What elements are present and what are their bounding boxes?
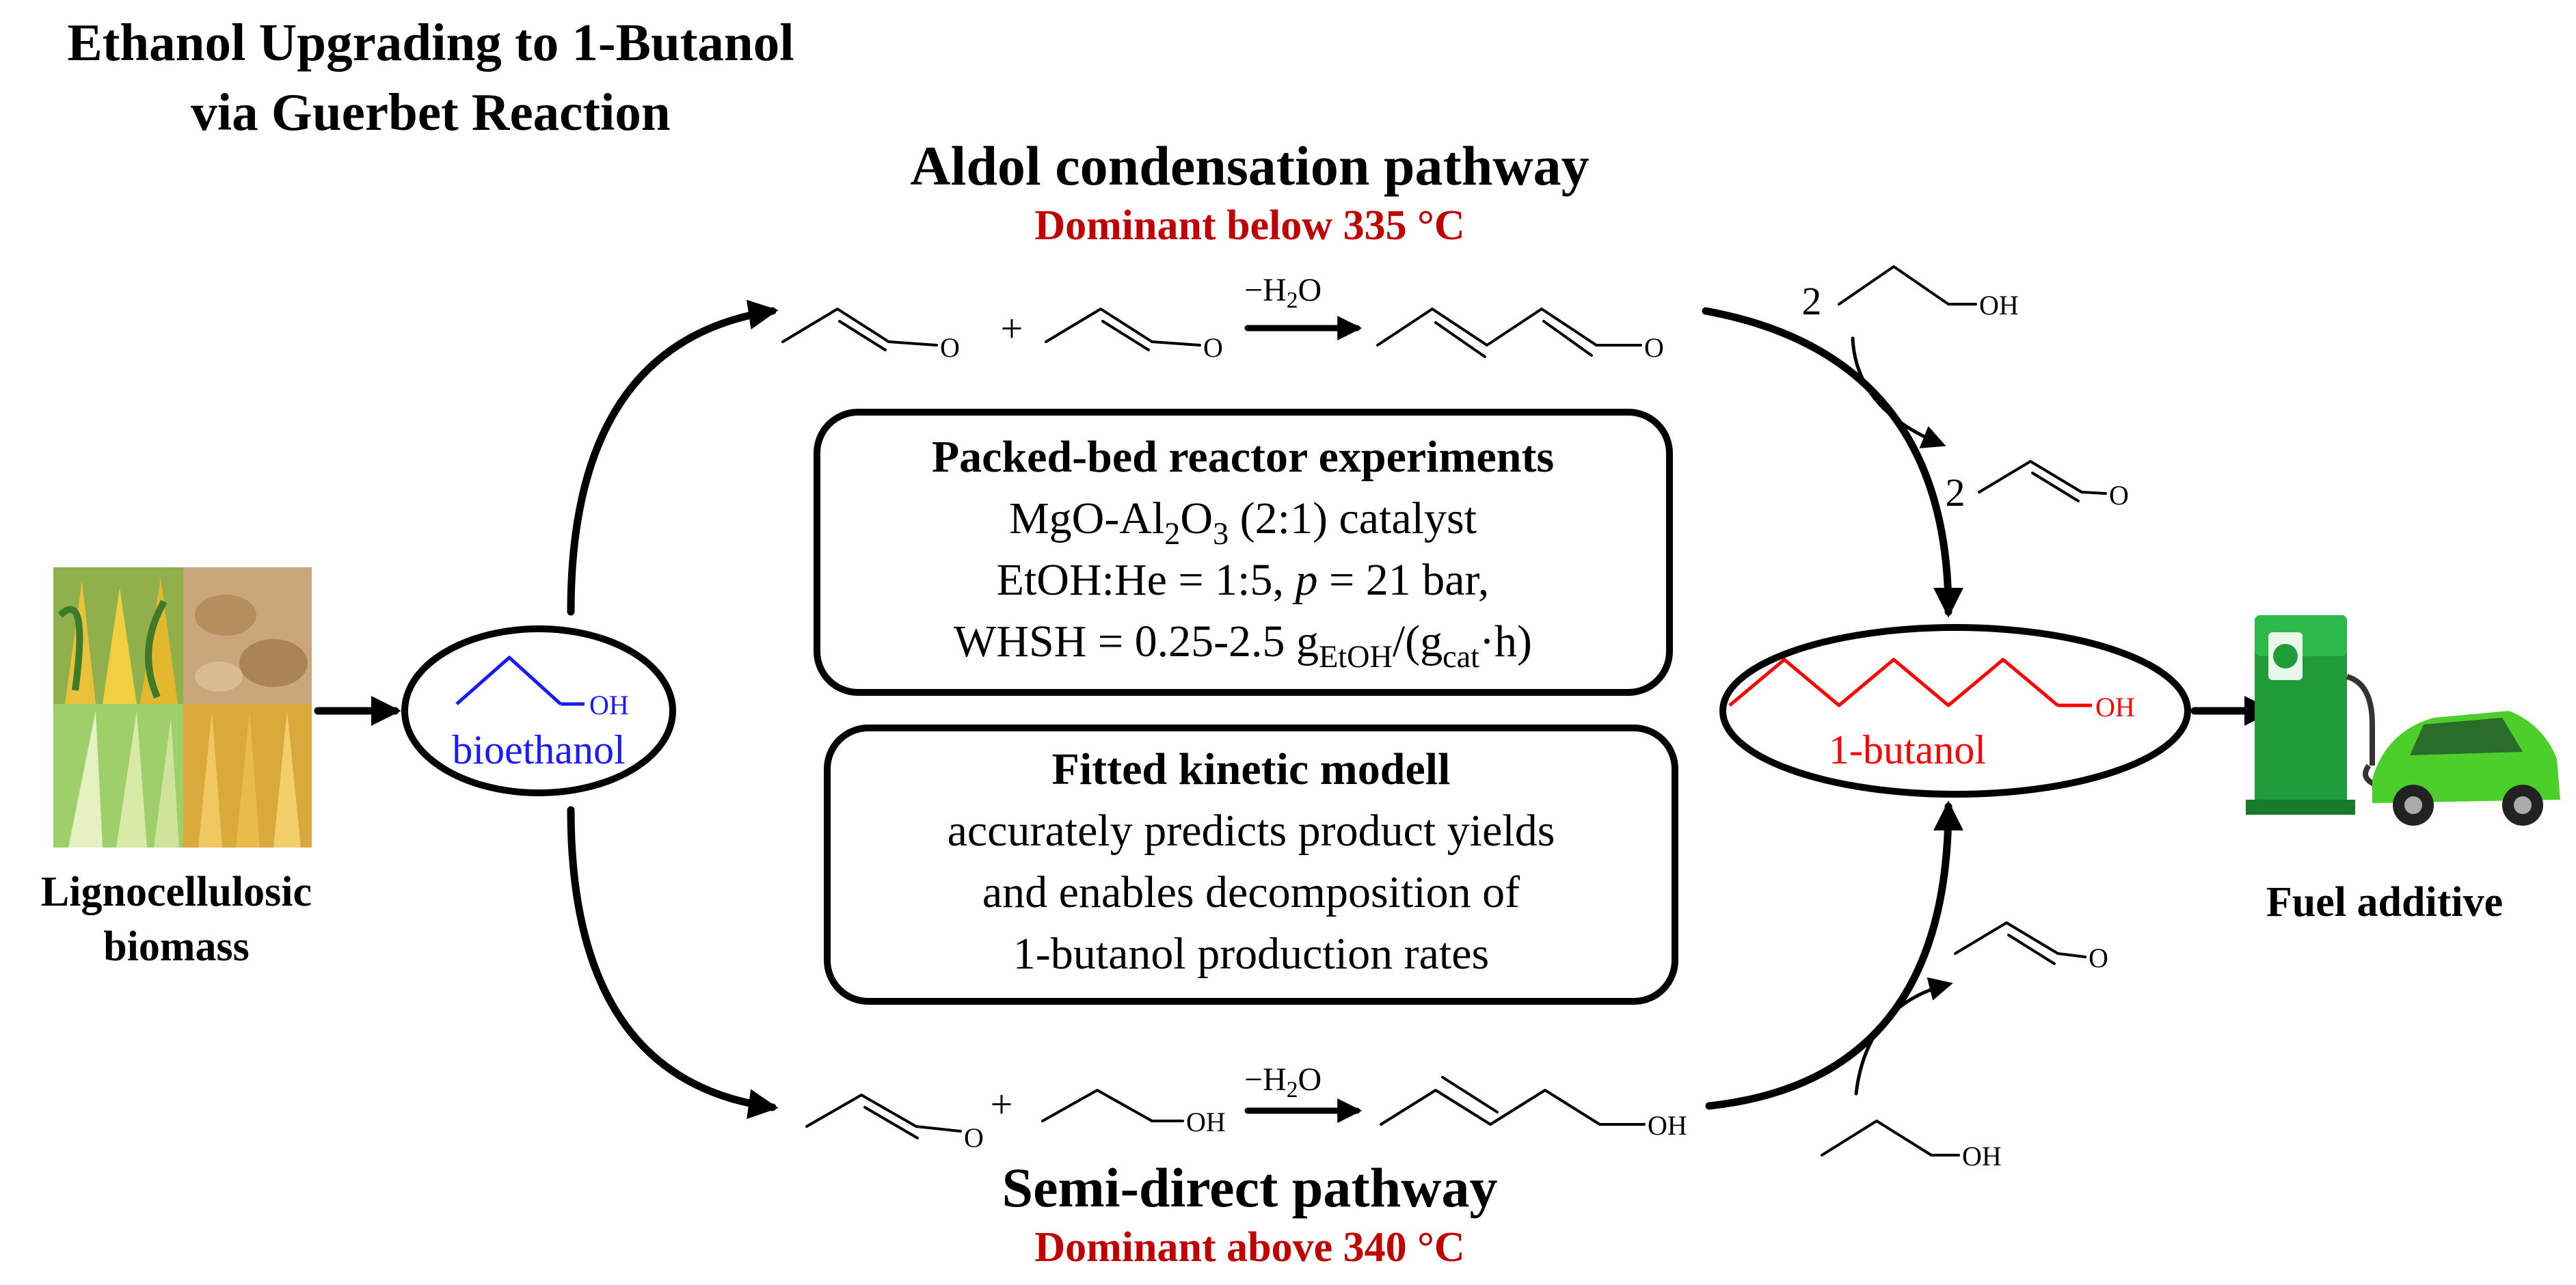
coef-2-acetaldehyde: 2 — [1946, 470, 1965, 515]
arrow-ethanol-to-semi — [567, 806, 779, 1120]
reactor-box-heading: Packed-bed reactor experiments — [932, 432, 1554, 482]
reactor-conditions-line: EtOH:He = 1:5, p = 21 bar, — [997, 555, 1490, 605]
svg-text:O: O — [940, 332, 960, 363]
arrow-semi-to-butanol — [1705, 800, 1963, 1110]
semi-pathway-note: Dominant above 340 °C — [1034, 1224, 1464, 1271]
reactor-experiments-box — [814, 409, 1673, 696]
water-loss-label-aldol: −H2O — [1244, 272, 1321, 313]
crotyl-alcohol-molecule: OH — [1380, 1076, 1687, 1141]
biomass-label-line2: biomass — [103, 923, 250, 970]
svg-text:OH: OH — [1979, 290, 2019, 321]
biomass-label-line1: Lignocellulosic — [41, 869, 312, 915]
bioethanol-label: bioethanol — [452, 727, 625, 772]
coef-2-ethanol: 2 — [1802, 279, 1822, 323]
svg-text:O: O — [1644, 332, 1664, 363]
butanol-oh: OH — [2095, 692, 2135, 722]
semi-pathway-title: Semi-direct pathway — [1002, 1156, 1497, 1219]
model-box-line3: 1-butanol production rates — [1013, 929, 1489, 979]
bioethanol-ellipse — [401, 625, 676, 796]
plus-sign-semi: + — [991, 1082, 1013, 1126]
acetaldehyde-molecule: O — [1045, 308, 1223, 363]
water-loss-label-semi: −H2O — [1244, 1061, 1321, 1103]
aldol-pathway-title: Aldol condensation pathway — [910, 135, 1589, 197]
arrow-aldol-to-butanol — [1702, 307, 1963, 618]
svg-text:OH: OH — [1962, 1141, 2002, 1172]
butanol-skeleton — [1728, 658, 2059, 707]
biomass-photo-icon — [53, 567, 312, 848]
ethanol-molecule-semi: OH — [1041, 1089, 1226, 1137]
ethanol-skeleton — [455, 655, 562, 705]
arrow-hydrogen-transfer-aldol — [1851, 336, 1946, 448]
reactor-whsh-line: WHSH = 0.25-2.5 gEtOH/(gcat·h) — [954, 617, 1532, 674]
butanol-label: 1-butanol — [1829, 727, 1986, 772]
model-box-line1: accurately predicts product yields — [948, 806, 1555, 856]
arrow-hydrogen-transfer-semi — [1854, 977, 1953, 1096]
kinetic-model-box — [824, 725, 1678, 1005]
acetaldehyde-molecule-semi-side: O — [1954, 921, 2108, 973]
fuel-additive-label: Fuel additive — [2266, 879, 2503, 925]
model-box-heading: Fitted kinetic modell — [1052, 744, 1451, 794]
reactor-catalyst-line: MgO-Al2O3 (2:1) catalyst — [1009, 493, 1477, 551]
svg-text:O: O — [2089, 943, 2108, 973]
svg-text:O: O — [964, 1122, 984, 1153]
acetaldehyde-molecule: O — [781, 308, 960, 363]
model-box-line2: and enables decomposition of — [982, 867, 1520, 917]
figure-title-line1: Ethanol Upgrading to 1-Butanol — [67, 13, 794, 72]
acetaldehyde-molecule-aldol-side: O — [1978, 460, 2129, 511]
svg-text:OH: OH — [1648, 1110, 1687, 1141]
svg-text:O: O — [1203, 332, 1223, 363]
svg-text:OH: OH — [1186, 1107, 1226, 1137]
ethanol-molecule-semi-side: OH — [1821, 1120, 2002, 1172]
ethanol-molecule-aldol: OH — [1838, 265, 2019, 321]
ethanol-oh: OH — [589, 690, 629, 720]
svg-text:O: O — [2109, 480, 2129, 511]
fuel-pump-car-icon — [2246, 615, 2560, 826]
acetaldehyde-molecule-semi: O — [805, 1094, 984, 1153]
aldol-pathway-note: Dominant below 335 °C — [1034, 202, 1464, 249]
figure-title-line2: via Guerbet Reaction — [191, 83, 670, 141]
crotonaldehyde-molecule: O — [1376, 308, 1664, 363]
plus-sign-aldol: + — [1001, 306, 1023, 351]
arrow-ethanol-to-aldol — [567, 299, 779, 616]
butanol-ellipse — [1719, 624, 2191, 798]
